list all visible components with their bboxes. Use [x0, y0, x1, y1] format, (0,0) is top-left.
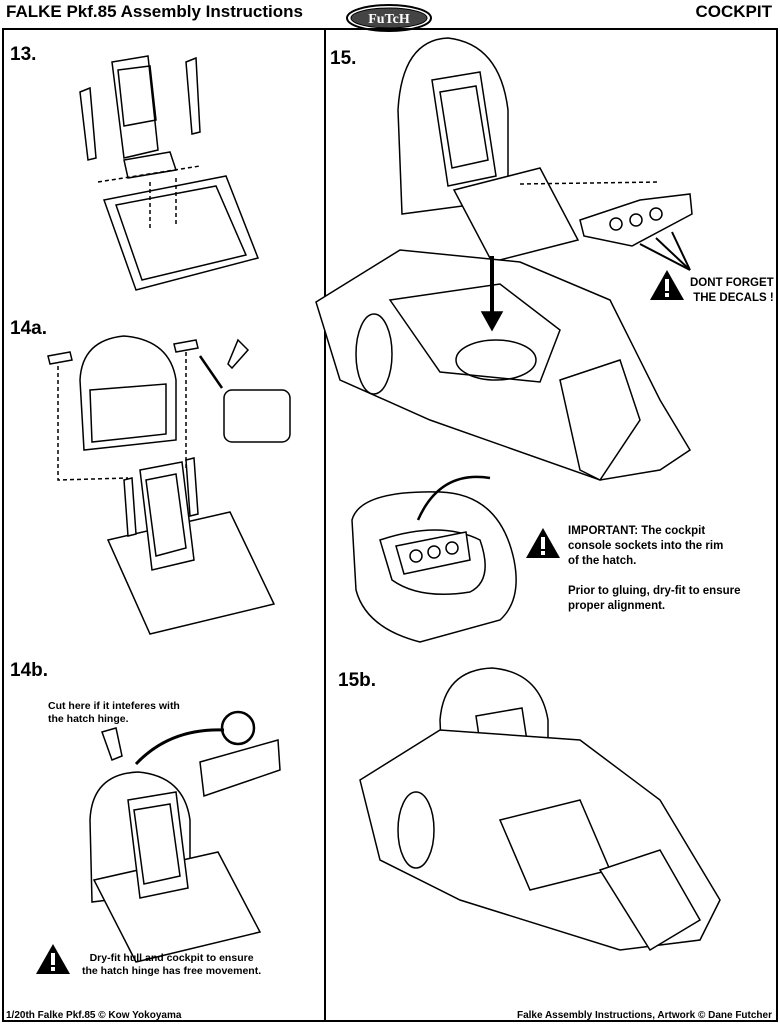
step-14b-diagram — [89, 710, 281, 963]
dryfit-note: Dry-fit hull and cockpit to ensure the h… — [82, 952, 262, 977]
futch-logo: FuTcH — [346, 4, 432, 32]
page-header: FALKE Pkf.85 Assembly Instructions COCKP… — [0, 0, 780, 26]
step-13-label: 13. — [10, 44, 37, 65]
step-15b-label: 15b. — [338, 670, 377, 691]
decals-note: DONT FORGET THE DECALS ! — [690, 277, 774, 304]
page-title: FALKE Pkf.85 Assembly Instructions — [6, 2, 303, 21]
step-13-diagram — [79, 55, 260, 291]
step-15-label: 15. — [330, 48, 357, 69]
warning-icon — [650, 270, 684, 300]
logo-text: FuTcH — [368, 12, 410, 27]
step-14a-label: 14a. — [10, 318, 47, 339]
hatch-inset-diagram — [351, 475, 517, 643]
warning-icon — [526, 528, 560, 558]
warning-icon — [36, 944, 70, 974]
section-label: COCKPIT — [695, 2, 773, 21]
footer-left: 1/20th Falke Pkf.85 © Kow Yokoyama — [6, 1010, 182, 1021]
step-14b-label: 14b. — [10, 660, 49, 681]
step-15b-diagram — [359, 667, 721, 952]
step-14a-diagram — [47, 335, 291, 635]
step-15-diagram — [315, 37, 693, 481]
right-panel-frame — [324, 28, 778, 1022]
footer-right: Falke Assembly Instructions, Artwork © D… — [516, 1010, 772, 1021]
cut-note: Cut here if it inteferes with the hatch … — [48, 700, 180, 725]
important-note: IMPORTANT: The cockpit console sockets i… — [568, 525, 741, 612]
